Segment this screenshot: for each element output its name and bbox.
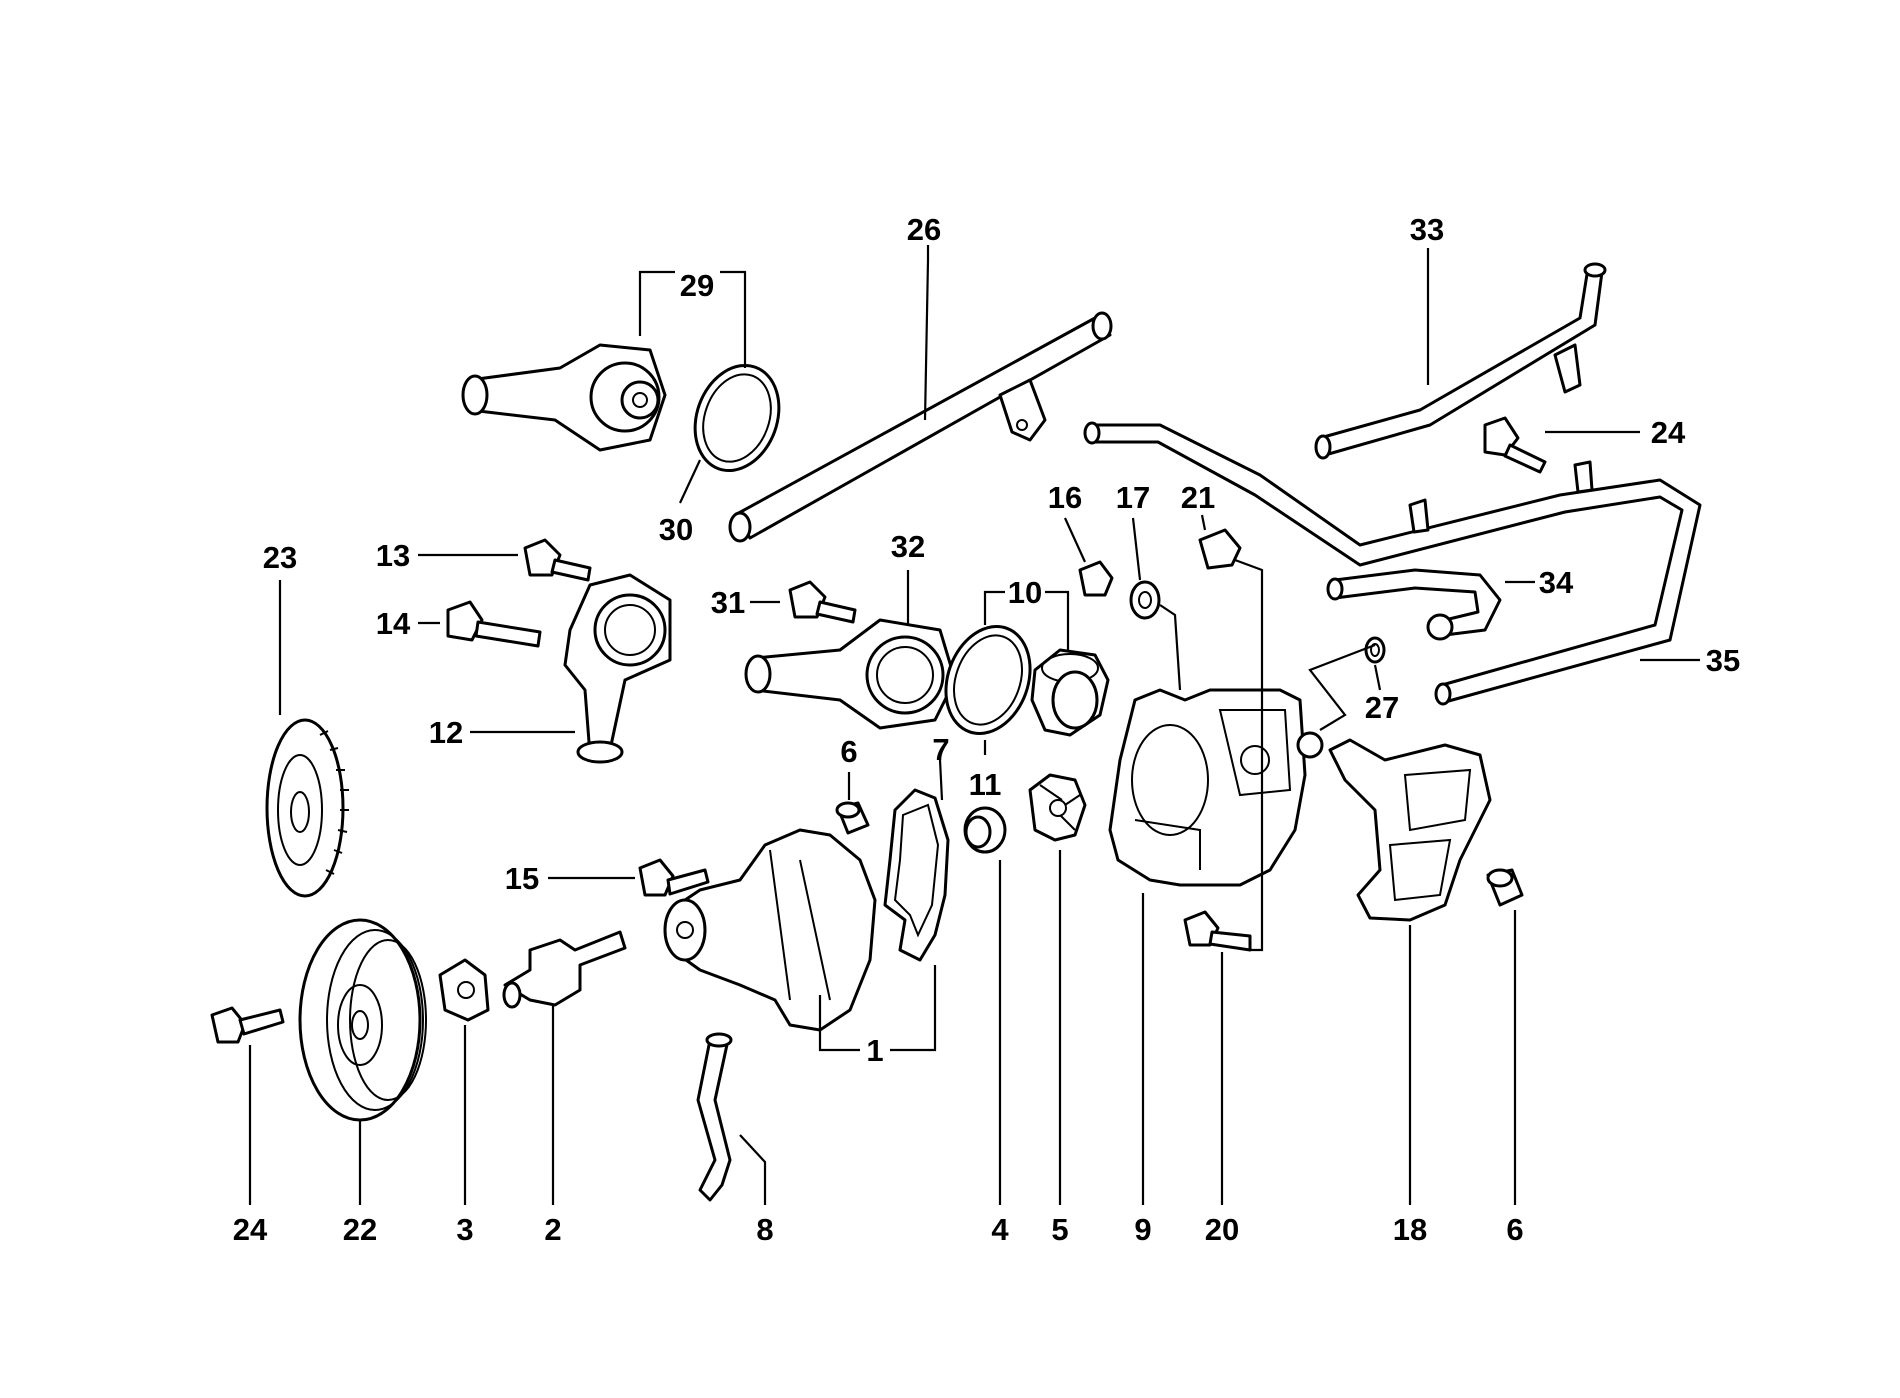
gasket-plate-part-18 [1328,738,1492,922]
callout-24-lower: 24 [233,1212,268,1247]
callout-16: 16 [1048,480,1082,515]
callout-21: 21 [1181,480,1215,515]
gasket-ring-part-10 [944,625,1032,735]
bolt-part-13 [523,538,592,582]
plug-part-21 [1198,528,1242,570]
gasket-ring-part-30 [693,363,781,473]
callout-20: 20 [1205,1212,1239,1247]
callout-11: 11 [969,767,1002,802]
callout-27: 27 [1365,690,1399,725]
callout-1: 1 [866,1033,883,1068]
callout-12: 12 [429,715,463,750]
callout-15: 15 [505,861,539,896]
callout-6-right: 6 [1506,1212,1523,1247]
flange-part-3 [438,958,490,1022]
coolant-pipe-part-34 [1326,568,1502,641]
callout-22: 22 [343,1212,377,1247]
callout-10: 10 [1008,575,1042,610]
toothed-pulley-part-23 [265,718,349,898]
callout-9: 9 [1134,1212,1151,1247]
callout-18: 18 [1393,1212,1427,1247]
o-ring-part-27 [1364,636,1386,664]
plug-part-16 [1078,560,1114,597]
bolt-part-31 [788,580,857,624]
bolt-part-20 [1183,910,1252,952]
thermostat-housing-part-32 [744,618,957,730]
crankshaft-pulley-part-22 [298,918,427,1122]
callout-17: 17 [1116,480,1150,515]
coolant-pipe-part-33 [1314,262,1607,460]
callout-5: 5 [1051,1212,1068,1247]
callout-26: 26 [907,212,941,247]
callout-33: 33 [1410,212,1444,247]
callout-29: 29 [680,268,714,303]
water-pump-body-part-1 [663,828,877,1032]
thermostat-housing-part-29 [461,343,667,452]
callout-4: 4 [991,1212,1009,1247]
callout-35: 35 [1706,643,1740,678]
impeller-part-5 [1028,773,1087,842]
callout-7: 7 [932,732,949,767]
coolant-pipe-part-35 [1083,421,1702,706]
bushing-part-6-right [1486,868,1524,907]
leader-lines [248,245,1700,1205]
thermostat-part-10 [1030,648,1110,737]
bent-tube-part-8 [696,1032,733,1202]
callout-2: 2 [544,1212,561,1247]
bolt-part-24-lower [210,1006,285,1044]
coolant-pipe-part-26 [728,311,1113,543]
callout-13: 13 [376,538,410,573]
long-bolt-part-14 [446,600,542,648]
callout-32: 32 [891,529,925,564]
callout-6-left: 6 [840,734,857,769]
callout-23: 23 [263,540,297,575]
callout-8: 8 [756,1212,773,1247]
callout-30: 30 [659,512,693,547]
shaft-part-2 [502,930,627,1009]
callout-34: 34 [1539,565,1574,600]
callout-14: 14 [376,606,411,641]
bushing-part-6-left [835,801,870,835]
gasket-part-7 [883,788,950,962]
seal-part-4 [963,806,1007,854]
bolt-part-24-upper [1483,416,1547,474]
water-pump-housing-part-9 [1108,688,1324,887]
callout-24-upper: 24 [1651,415,1686,450]
bolt-part-15 [638,858,710,897]
outlet-elbow-part-12 [563,573,672,764]
callout-3: 3 [456,1212,473,1247]
callout-labels: 26 29 30 33 24 34 35 27 23 13 14 12 31 3… [233,212,1740,1247]
washer-part-17 [1129,580,1161,620]
callout-31: 31 [711,585,745,620]
